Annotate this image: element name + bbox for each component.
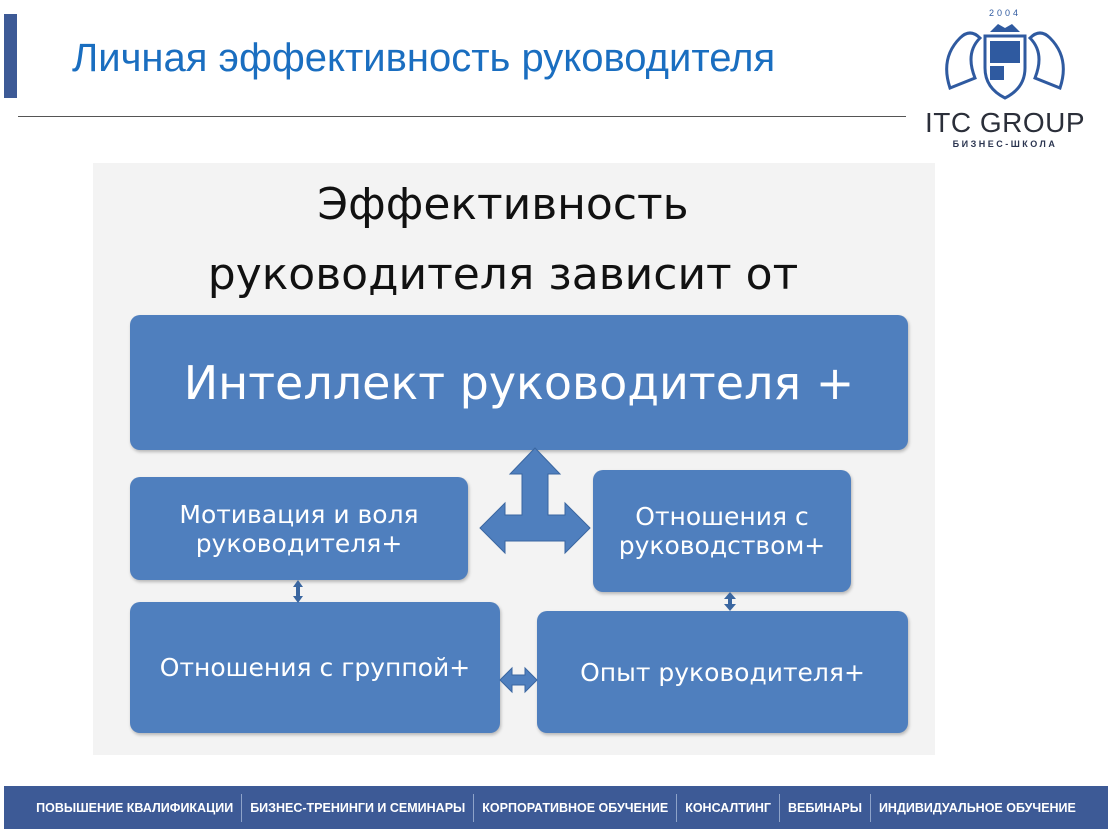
box-motivation-line-2: руководителя+ bbox=[195, 528, 403, 558]
footer-link-webinars[interactable]: ВЕБИНАРЫ bbox=[787, 800, 862, 815]
footer-link-individual[interactable]: ИНДИВИДУАЛЬНОЕ ОБУЧЕНИЕ bbox=[878, 800, 1076, 815]
logo-name: ITC GROUP bbox=[924, 107, 1086, 138]
box-group-relations: Отношения с группой+ bbox=[130, 602, 500, 733]
slide-heading: Эффективность руководителя зависит от bbox=[93, 170, 913, 310]
heading-line-2: руководителя зависит от bbox=[207, 249, 799, 300]
footer-link-corporate[interactable]: КОРПОРАТИВНОЕ ОБУЧЕНИЕ bbox=[482, 800, 669, 815]
logo-year: 2004 bbox=[988, 8, 1022, 18]
box-management-line-1: Отношения с bbox=[635, 502, 809, 531]
separator bbox=[241, 793, 243, 822]
box-motivation-line-1: Мотивация и воля bbox=[179, 499, 419, 529]
separator bbox=[778, 793, 780, 822]
heading-line-1: Эффективность bbox=[317, 179, 689, 230]
footer-nav: ПОВЫШЕНИЕ КВАЛИФИКАЦИИ БИЗНЕС-ТРЕНИНГИ И… bbox=[4, 786, 1108, 829]
footer-link-consulting[interactable]: КОНСАЛТИНГ bbox=[685, 800, 771, 815]
separator bbox=[676, 793, 678, 822]
separator bbox=[473, 793, 475, 822]
box-management-relations: Отношения с руководством+ bbox=[593, 470, 851, 592]
separator bbox=[869, 793, 871, 822]
divider bbox=[18, 116, 906, 117]
box-experience: Опыт руководителя+ bbox=[537, 611, 908, 733]
logo-subtitle: БИЗНЕС-ШКОЛА bbox=[952, 139, 1058, 149]
footer-link-trainings[interactable]: БИЗНЕС-ТРЕНИНГИ И СЕМИНАРЫ bbox=[250, 800, 466, 815]
accent-bar bbox=[4, 14, 17, 98]
box-motivation: Мотивация и воля руководителя+ bbox=[130, 477, 468, 580]
box-management-line-2: руководством+ bbox=[618, 531, 826, 560]
footer-link-qualification[interactable]: ПОВЫШЕНИЕ КВАЛИФИКАЦИИ bbox=[36, 800, 234, 815]
crest-icon bbox=[945, 24, 1065, 100]
logo: 2004 ITC GROUP БИЗНЕС-ШКОЛА bbox=[920, 8, 1090, 149]
box-intellect: Интеллект руководителя + bbox=[130, 315, 908, 450]
page-title: Личная эффективность руководителя bbox=[72, 36, 776, 80]
